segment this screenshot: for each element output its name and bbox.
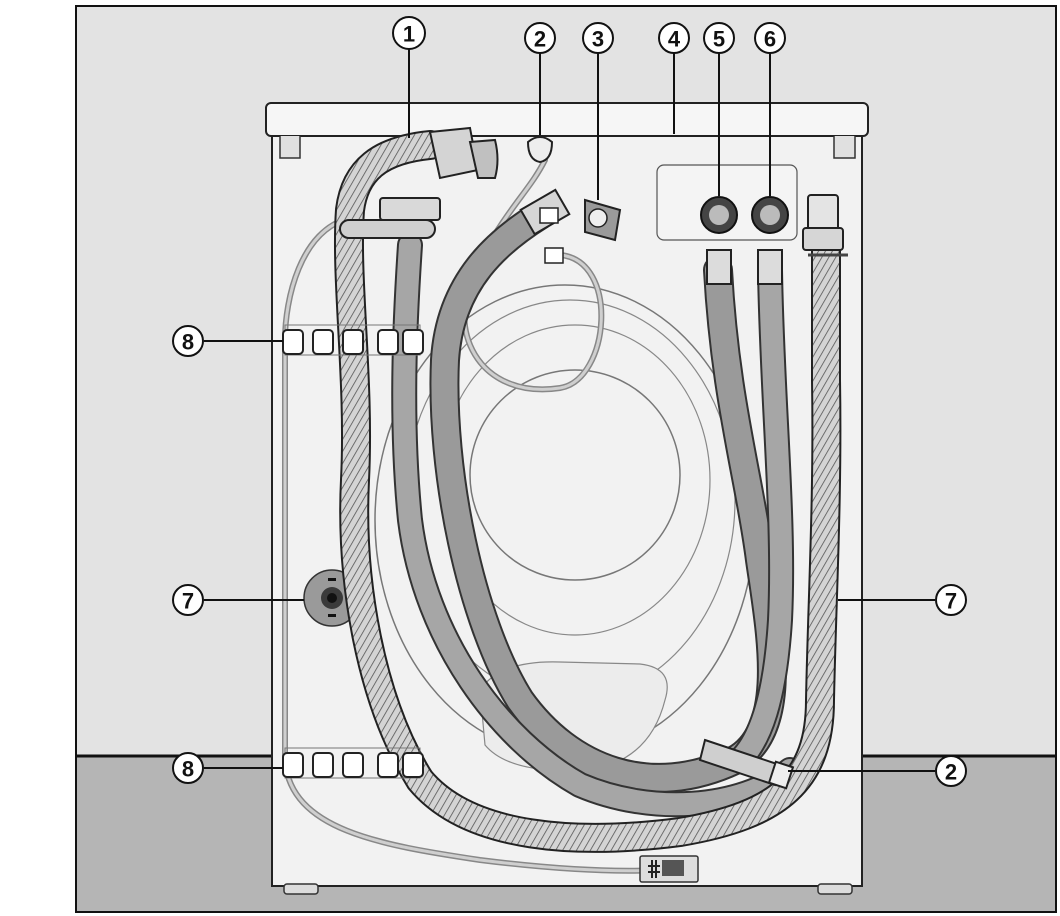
hose-clips-upper — [282, 324, 424, 356]
foot-right — [817, 883, 853, 895]
callout-7-right-label: 7 — [945, 589, 957, 614]
callout-2-top-label: 2 — [534, 27, 546, 52]
callout-8-upper: 8 — [172, 325, 204, 357]
callout-7-right: 7 — [935, 584, 967, 616]
callout-1-label: 1 — [403, 22, 415, 47]
drum-hub — [469, 369, 681, 581]
drain-connector-right — [802, 194, 848, 257]
lid-hook-right — [833, 136, 856, 159]
leader-lines — [204, 48, 935, 772]
inlet-valve-6 — [751, 196, 789, 285]
lid-hook-left — [279, 136, 301, 159]
drain-hose-outlet — [428, 126, 499, 180]
callout-7-left-label: 7 — [182, 589, 194, 614]
callout-5: 5 — [703, 22, 735, 54]
callout-7-left: 7 — [172, 584, 204, 616]
callout-2-bottom: 2 — [935, 755, 967, 787]
callout-3: 3 — [582, 22, 614, 54]
callout-2-top: 2 — [524, 22, 556, 54]
inlet-valve-5 — [700, 196, 738, 285]
callout-5-label: 5 — [713, 27, 725, 52]
foot-left — [283, 883, 319, 895]
callout-8-lower: 8 — [172, 752, 204, 784]
callout-3-label: 3 — [592, 27, 604, 52]
callout-6-label: 6 — [764, 27, 776, 52]
callout-4: 4 — [658, 22, 690, 54]
drain-hose-bracket — [339, 197, 441, 239]
callout-8-lower-label: 8 — [182, 757, 194, 782]
callout-4-label: 4 — [668, 27, 681, 52]
callout-2-bottom-label: 2 — [945, 760, 957, 785]
machine-lid — [265, 102, 869, 137]
hose-end-stopper — [698, 738, 795, 790]
power-plug — [519, 136, 622, 264]
callout-6: 6 — [754, 22, 786, 54]
cable-connector — [639, 855, 699, 883]
hose-clips-lower — [282, 747, 424, 779]
callout-1: 1 — [392, 16, 426, 50]
callout-8-upper-label: 8 — [182, 330, 194, 355]
